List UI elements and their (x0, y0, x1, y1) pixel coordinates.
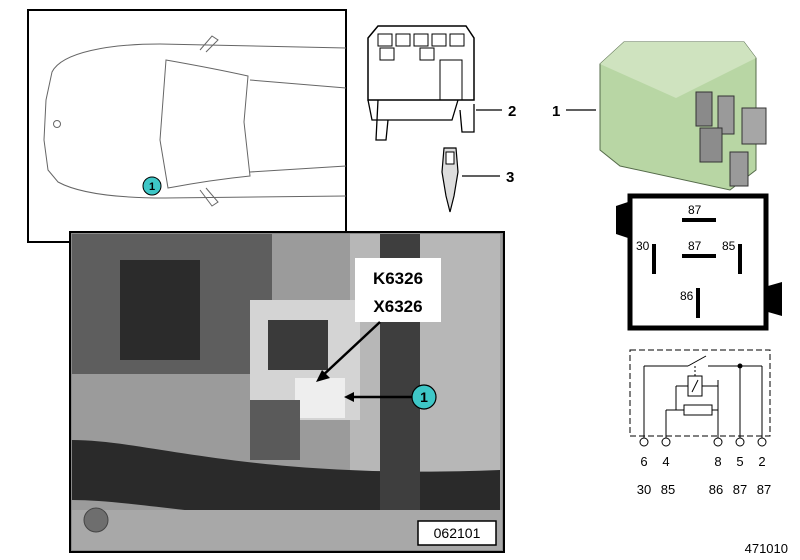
photo-callout-number: 1 (420, 389, 428, 405)
car-callout-circle (142, 176, 162, 196)
relay-pin-1 (695, 91, 713, 127)
photo-callout-circle (411, 384, 437, 410)
terminal-part-number: 3 (506, 169, 514, 186)
door-lines (249, 79, 347, 173)
terminal-drawing: 3 (441, 147, 514, 213)
pin-label-center: 87 (688, 239, 702, 253)
terminal-code-2: 86 (709, 482, 723, 497)
photo-bolt (83, 507, 109, 533)
schematic-switch (687, 355, 707, 367)
schematic-pin-2 (757, 437, 767, 447)
relay-pin-5 (729, 151, 749, 187)
terminal-code-0: 30 (637, 482, 651, 497)
relay-pin-4 (699, 127, 723, 163)
photo-number: 062101 (434, 525, 481, 541)
mirror-top (199, 35, 219, 53)
relay-pin-3 (741, 107, 767, 145)
pinout-tab-right (768, 282, 782, 316)
car-emblem (53, 120, 61, 128)
relay-pinout: 87 30 87 85 86 (616, 193, 782, 331)
relay-pin-2 (717, 95, 735, 135)
pin-label-right: 85 (722, 239, 736, 253)
photo-relay-dark (250, 400, 300, 460)
pin-label-left: 30 (636, 239, 650, 253)
schematic-labels: 6 4 8 5 2 30 85 86 87 87 (637, 454, 771, 497)
photo-label-box (355, 258, 441, 322)
pin-number-0: 6 (640, 454, 647, 469)
photo-socket (268, 320, 328, 370)
schematic-pin-6 (639, 437, 649, 447)
car-top-view: 1 (27, 9, 347, 243)
car-body-outline (43, 43, 347, 199)
mirror-bottom (199, 187, 219, 207)
windshield-outline (159, 59, 251, 189)
relay-part-number: 1 (552, 103, 560, 120)
photo-arrow-label (319, 321, 381, 379)
pin-number-2: 8 (714, 454, 721, 469)
pin-number-1: 4 (662, 454, 669, 469)
pin-number-3: 5 (736, 454, 743, 469)
car-view-frame (27, 9, 347, 243)
photo-connector-block (120, 260, 200, 360)
photo-label-line2: X6326 (373, 297, 422, 316)
schematic-pin-5 (735, 437, 745, 447)
schematic-pin-8 (713, 437, 723, 447)
schematic-frame (629, 349, 771, 437)
pin-number-4: 2 (758, 454, 765, 469)
relay-top-face (600, 42, 756, 98)
installation-photo: K6326 X6326 1 062101 (69, 231, 505, 553)
relay-schematic (629, 349, 771, 447)
schematic-resistor (683, 404, 713, 416)
car-callout-number: 1 (149, 181, 155, 193)
terminal-code-3: 87 (733, 482, 747, 497)
pinout-tab-left (616, 202, 628, 238)
photo-relay (295, 378, 345, 418)
photo-label-line1: K6326 (373, 269, 423, 288)
schematic-pin-4 (661, 437, 671, 447)
socket-drawing: 2 (367, 25, 516, 141)
terminal-code-1: 85 (661, 482, 675, 497)
photo-number-box (417, 520, 497, 546)
pin-label-top: 87 (688, 203, 702, 217)
diagram-number: 471010 (745, 541, 788, 556)
terminal-code-4: 87 (757, 482, 771, 497)
pin-label-bottom: 86 (680, 289, 694, 303)
socket-part-number: 2 (508, 103, 516, 120)
relay-drawing: 1 (552, 41, 767, 191)
